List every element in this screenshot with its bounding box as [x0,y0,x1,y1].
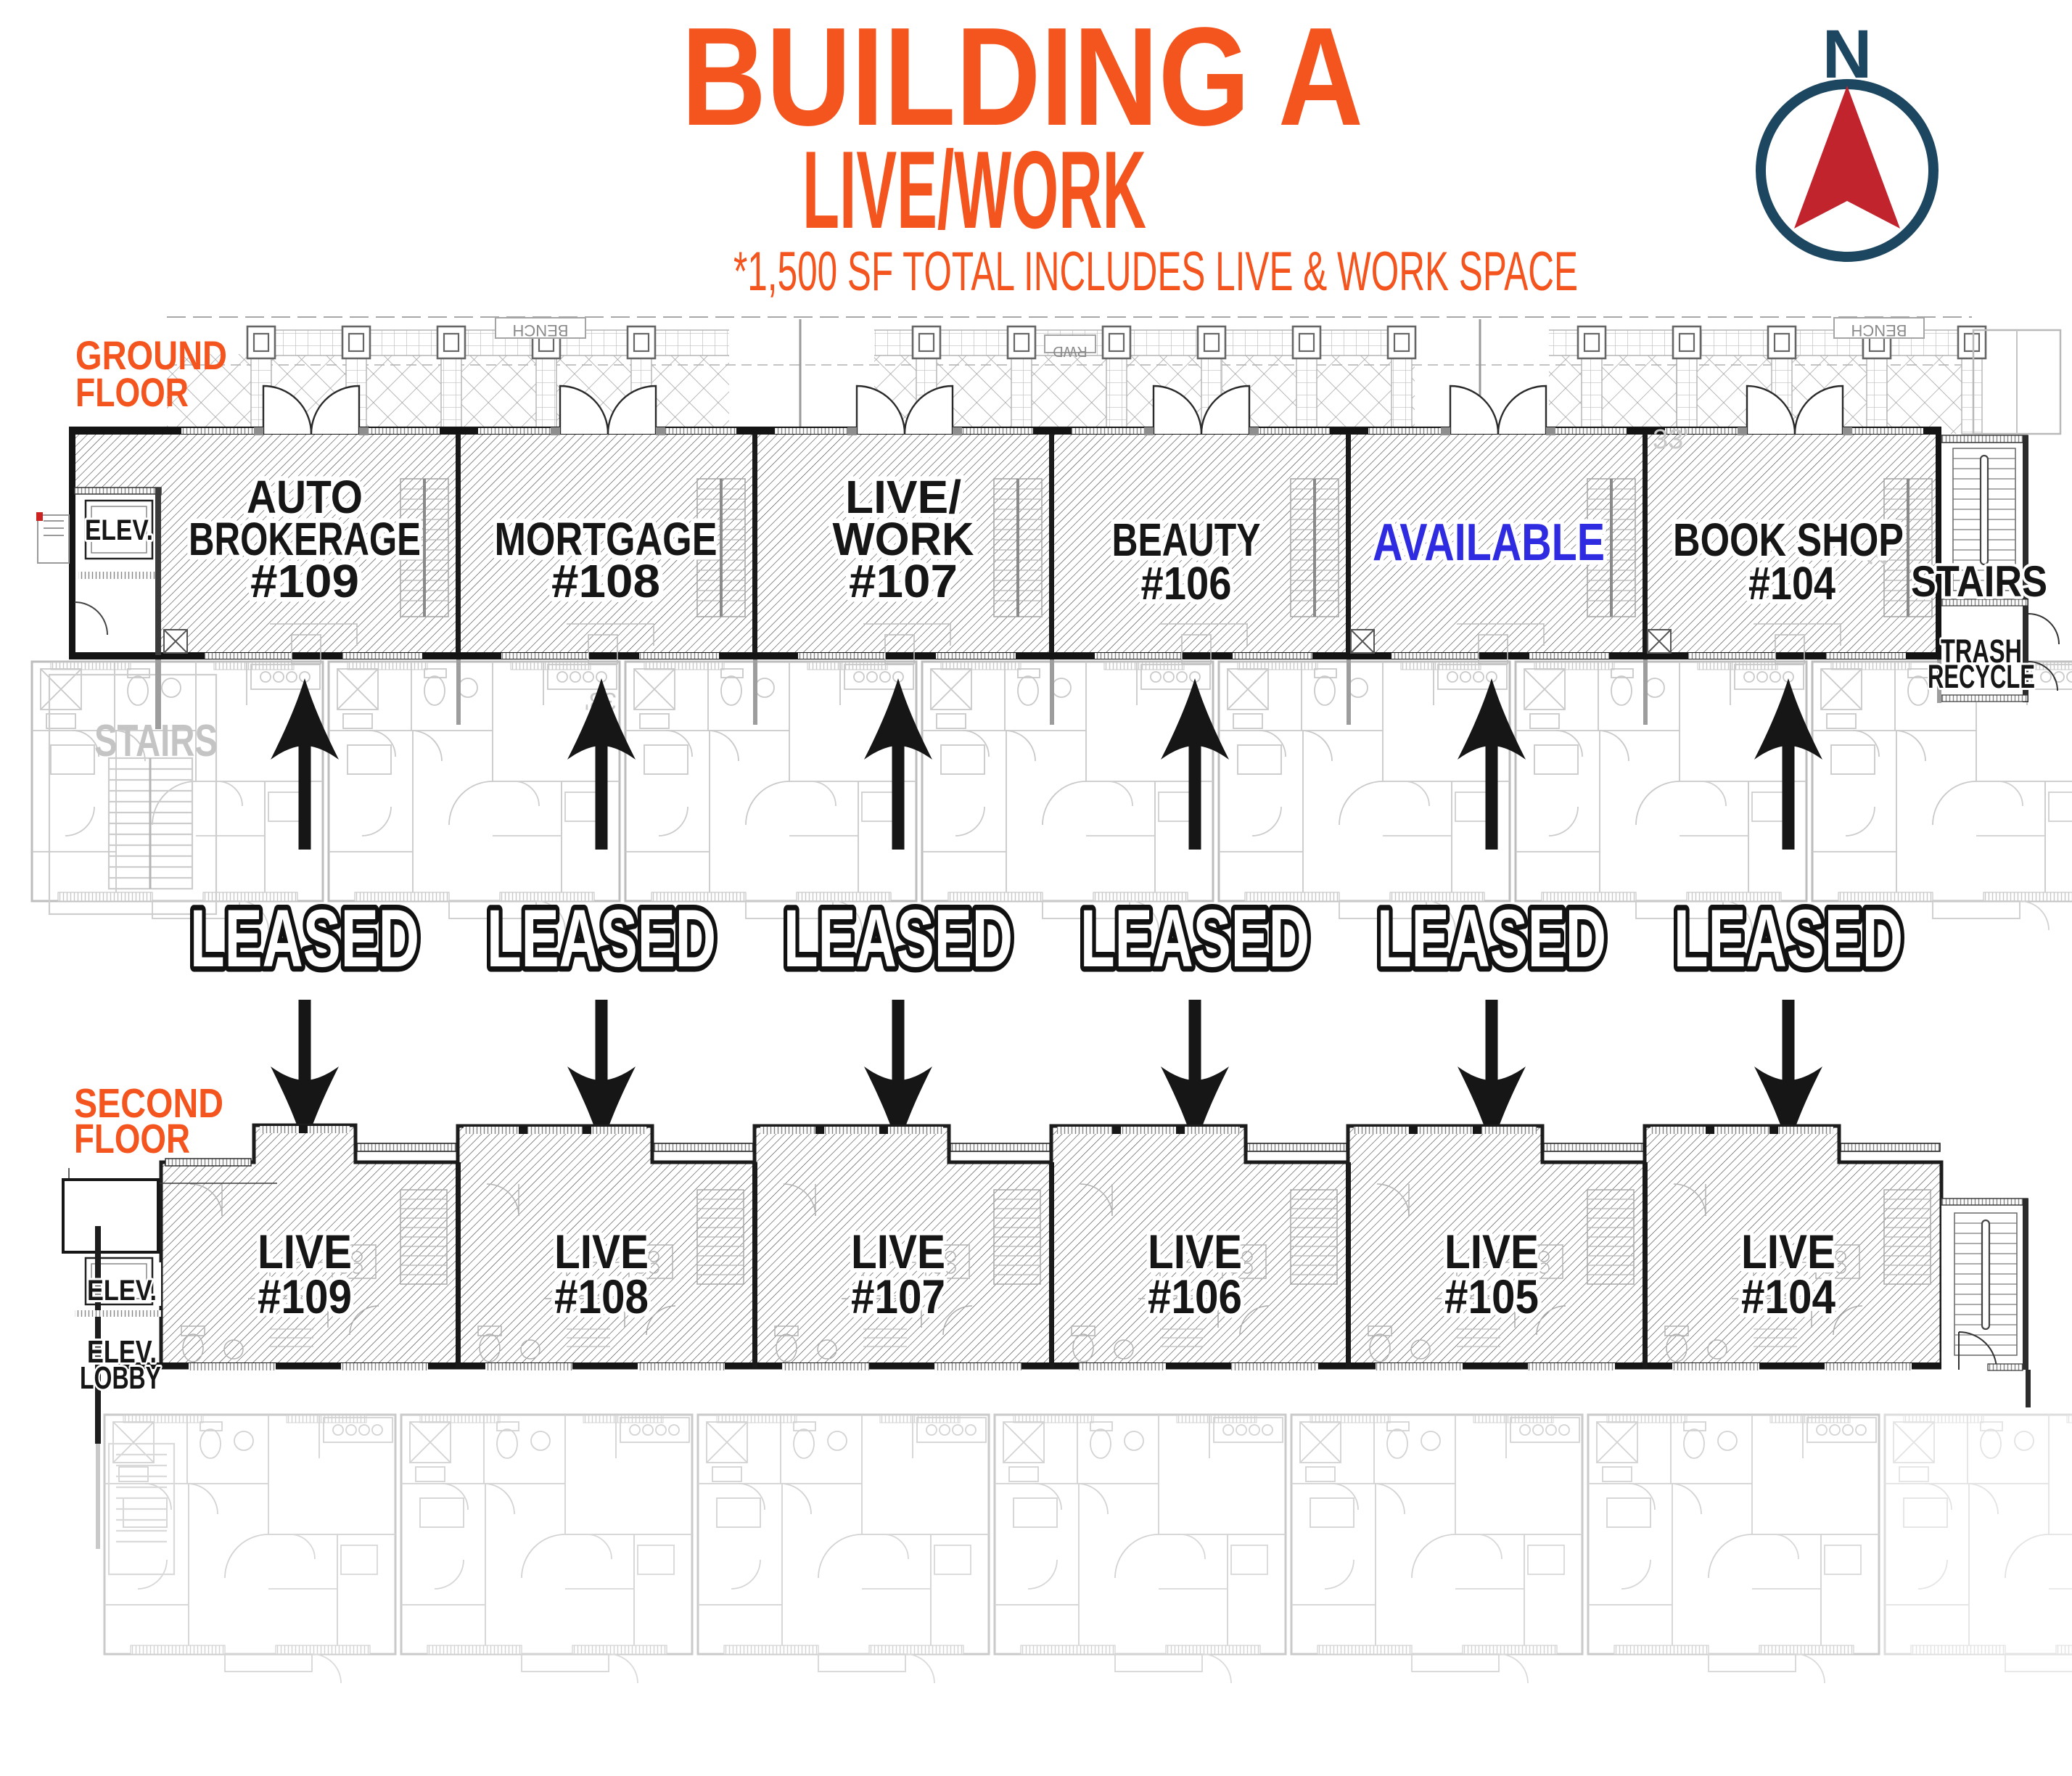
svg-text:LEASED: LEASED [1377,893,1606,984]
svg-text:LIVE: LIVE [1741,1225,1835,1278]
svg-text:#106: #106 [1141,557,1232,609]
svg-text:#105: #105 [1444,1270,1539,1323]
svg-text:LIVE: LIVE [1444,1225,1539,1278]
svg-text:GROUND: GROUND [75,332,227,378]
svg-text:#106: #106 [1148,1270,1242,1323]
svg-text:LEASED: LEASED [784,893,1013,984]
svg-text:BOOK SHOP: BOOK SHOP [1673,514,1904,566]
svg-text:LIVE: LIVE [258,1225,352,1278]
svg-text:FLOOR: FLOOR [75,369,189,415]
svg-text:SECOND: SECOND [74,1080,223,1127]
svg-text:RWD: RWD [1053,343,1087,359]
svg-text:LIVE: LIVE [851,1225,945,1278]
svg-text:25': 25' [1862,530,1893,566]
svg-text:*1,500 SF TOTAL INCLUDES LIVE: *1,500 SF TOTAL INCLUDES LIVE & WORK SPA… [733,241,1578,303]
svg-text:LEASED: LEASED [190,893,419,984]
svg-text:STAIRS: STAIRS [1911,557,2047,606]
svg-text:#104: #104 [1748,557,1835,609]
svg-text:FLOOR: FLOOR [74,1116,190,1162]
svg-text:BENCH: BENCH [1851,321,1907,340]
svg-text:WORK: WORK [833,513,974,565]
svg-text:BEAUTY: BEAUTY [1112,514,1261,566]
svg-text:ELEV.: ELEV. [85,514,153,546]
svg-text:LEASED: LEASED [1674,893,1903,984]
svg-text:LIVE: LIVE [1148,1225,1242,1278]
svg-text:AVAILABLE: AVAILABLE [1373,514,1605,572]
svg-text:LOBBY: LOBBY [80,1360,161,1396]
svg-text:BUILDING A: BUILDING A [681,0,1363,155]
svg-text:BENCH: BENCH [512,321,568,340]
svg-text:#104: #104 [1741,1270,1835,1323]
svg-text:TRASH: TRASH [1941,633,2022,670]
svg-text:#109: #109 [250,555,359,607]
svg-text:#108: #108 [554,1270,649,1323]
svg-text:N: N [1822,16,1872,93]
svg-text:#107: #107 [851,1270,945,1323]
svg-text:AUTO: AUTO [247,471,363,523]
svg-text:LIVE: LIVE [554,1225,649,1278]
svg-text:LEASED: LEASED [487,893,716,984]
svg-text:#109: #109 [258,1270,352,1323]
svg-text:ELEV.: ELEV. [87,1334,157,1370]
svg-text:LIVE/: LIVE/ [845,471,961,523]
svg-text:ELEV.: ELEV. [87,1275,157,1307]
svg-text:33': 33' [1653,424,1689,455]
svg-text:RECYCLE: RECYCLE [1928,658,2035,695]
svg-text:BROKERAGE: BROKERAGE [189,513,421,565]
svg-text:#108: #108 [551,555,660,607]
svg-text:MORTGAGE: MORTGAGE [495,513,718,565]
svg-text:#107: #107 [849,555,958,607]
svg-text:LEASED: LEASED [1080,893,1310,984]
svg-text:LIVE/WORK: LIVE/WORK [802,128,1146,252]
